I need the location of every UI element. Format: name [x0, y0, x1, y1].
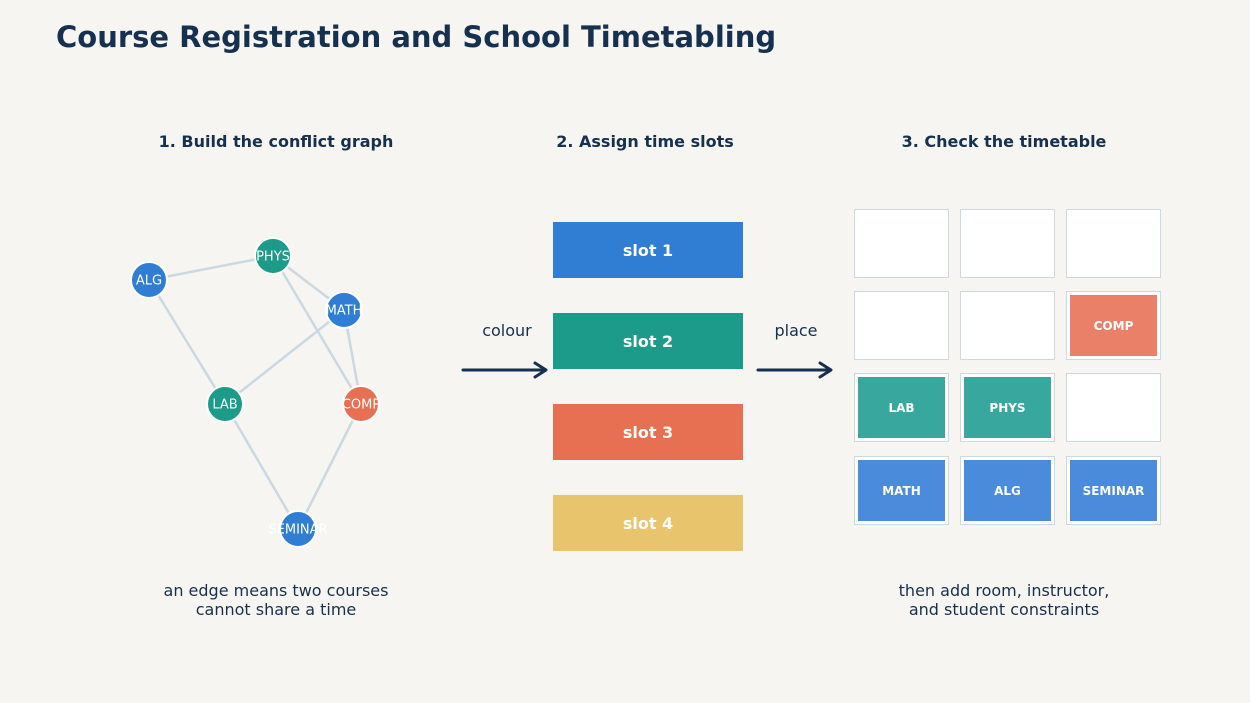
timetable-cell: ALG: [960, 456, 1055, 525]
graph-edge-alg-phys: [148, 254, 274, 282]
graph-node-math: MATH: [325, 291, 363, 329]
timetable-course-seminar: SEMINAR: [1070, 460, 1157, 521]
timetable-caption: then add room, instructor, and student c…: [844, 581, 1164, 619]
colour-arrow-icon: [461, 361, 548, 379]
graph-node-seminar: SEMINAR: [268, 510, 328, 548]
graph-caption-line2: cannot share a time: [195, 600, 357, 619]
timetable-cell: COMP: [1066, 291, 1161, 360]
timetable-cell: LAB: [854, 373, 949, 442]
timetable-cell: [1066, 209, 1161, 278]
graph-node-label: MATH: [326, 304, 363, 319]
graph-node-circle: [254, 237, 292, 275]
slot-1-block: slot 1: [553, 222, 743, 278]
timetable-cell: [1066, 373, 1161, 442]
timetable-cell: MATH: [854, 456, 949, 525]
page-title: Course Registration and School Timetabli…: [56, 20, 777, 54]
timetable-cell: SEMINAR: [1066, 456, 1161, 525]
graph-node-circle: [342, 385, 380, 423]
timetable-course-comp: COMP: [1070, 295, 1157, 356]
graph-node-circle: [279, 510, 317, 548]
graph-caption-line1: an edge means two courses: [163, 581, 389, 600]
place-arrow-icon: [756, 361, 833, 379]
timetable-cell: [854, 291, 949, 360]
graph-node-circle: [206, 385, 244, 423]
place-arrow-label: place: [774, 321, 818, 340]
graph-node-label: ALG: [136, 274, 162, 289]
graph-node-circle: [325, 291, 363, 329]
slots-panel-title: 2. Assign time slots: [556, 132, 734, 151]
graph-edge-alg-lab: [147, 279, 227, 405]
timetable-cell: [960, 209, 1055, 278]
graph-node-alg: ALG: [130, 261, 168, 299]
colour-arrow-label: colour: [482, 321, 532, 340]
graph-node-label: SEMINAR: [268, 523, 327, 538]
graph-panel-title: 1. Build the conflict graph: [158, 132, 394, 151]
graph-node-lab: LAB: [206, 385, 244, 423]
graph-node-phys: PHYS: [254, 237, 292, 275]
graph-caption: an edge means two courses cannot share a…: [116, 581, 436, 619]
timetable-cell: [854, 209, 949, 278]
slot-3-block: slot 3: [553, 404, 743, 460]
graph-node-label: PHYS: [256, 250, 290, 265]
graph-node-circle: [130, 261, 168, 299]
graph-edge-comp-seminar: [296, 403, 363, 530]
graph-node-comp: COMP: [342, 385, 381, 423]
timetable-cell: [960, 291, 1055, 360]
timetable-caption-line1: then add room, instructor,: [898, 581, 1110, 600]
timetable-panel-title: 3. Check the timetable: [901, 132, 1107, 151]
timetable-course-phys: PHYS: [964, 377, 1051, 438]
graph-node-label: COMP: [342, 398, 381, 413]
timetable-cell: PHYS: [960, 373, 1055, 442]
timetable-course-lab: LAB: [858, 377, 945, 438]
timetable-course-math: MATH: [858, 460, 945, 521]
slot-2-block: slot 2: [553, 313, 743, 369]
graph-node-label: LAB: [212, 398, 237, 413]
timetable-course-alg: ALG: [964, 460, 1051, 521]
slot-4-block: slot 4: [553, 495, 743, 551]
timetable-caption-line2: and student constraints: [908, 600, 1100, 619]
graph-edges: [147, 254, 363, 530]
conflict-graph: ALG PHYS MATH LAB COMP SEMINAR: [130, 237, 381, 548]
graph-edge-math-lab: [224, 309, 345, 405]
graph-edge-lab-seminar: [223, 403, 300, 530]
graph-nodes: ALG PHYS MATH LAB COMP SEMINAR: [130, 237, 381, 548]
